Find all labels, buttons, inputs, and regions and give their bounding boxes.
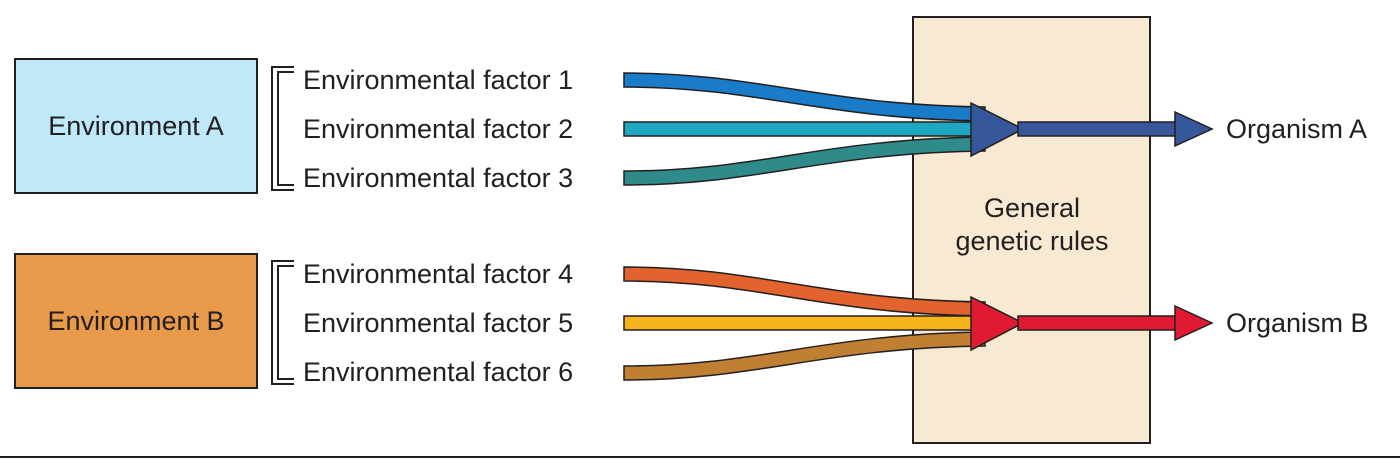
factor-5-flow: [623, 315, 986, 331]
factor-2-flow: [623, 121, 986, 137]
factor-6-label: Environmental factor 6: [303, 357, 574, 387]
factor-3-flow: [623, 136, 986, 186]
organism-a-arrow-shaft: [1017, 121, 1179, 137]
organism-a-merge-arrowhead: [970, 101, 1025, 158]
organism-a-arrowhead: [1174, 110, 1214, 148]
bracket-b-inner: [277, 265, 294, 380]
bracket-b: [271, 260, 294, 385]
organism-b-label: Organism B: [1226, 308, 1369, 338]
general-genetic-rules-label: General genetic rules: [915, 192, 1149, 258]
organism-a-label: Organism A: [1226, 114, 1368, 144]
organism-b-merge-arrowhead: [970, 295, 1025, 352]
organism-b-arrow-shaft: [1017, 315, 1179, 331]
rules-label-line-2: genetic rules: [955, 226, 1109, 256]
bracket-a: [271, 66, 294, 191]
environment-a-label: Environment A: [48, 110, 224, 141]
bracket-a-inner: [277, 71, 294, 186]
bottom-rule: [0, 456, 1400, 458]
factor-1-label: Environmental factor 1: [303, 65, 574, 95]
environment-b-label: Environment B: [47, 305, 225, 336]
factor-3-label: Environmental factor 3: [303, 163, 574, 193]
general-genetic-rules-box: [912, 16, 1151, 444]
environment-a-box: Environment A: [14, 58, 258, 194]
factor-6-flow: [623, 331, 986, 381]
factor-2-label: Environmental factor 2: [303, 114, 574, 144]
factor-5-label: Environmental factor 5: [303, 308, 574, 338]
environment-b-box: Environment B: [14, 253, 258, 389]
organism-b-arrowhead: [1174, 304, 1214, 342]
rules-label-line-1: General: [983, 193, 1081, 223]
factor-4-label: Environmental factor 4: [303, 259, 574, 289]
